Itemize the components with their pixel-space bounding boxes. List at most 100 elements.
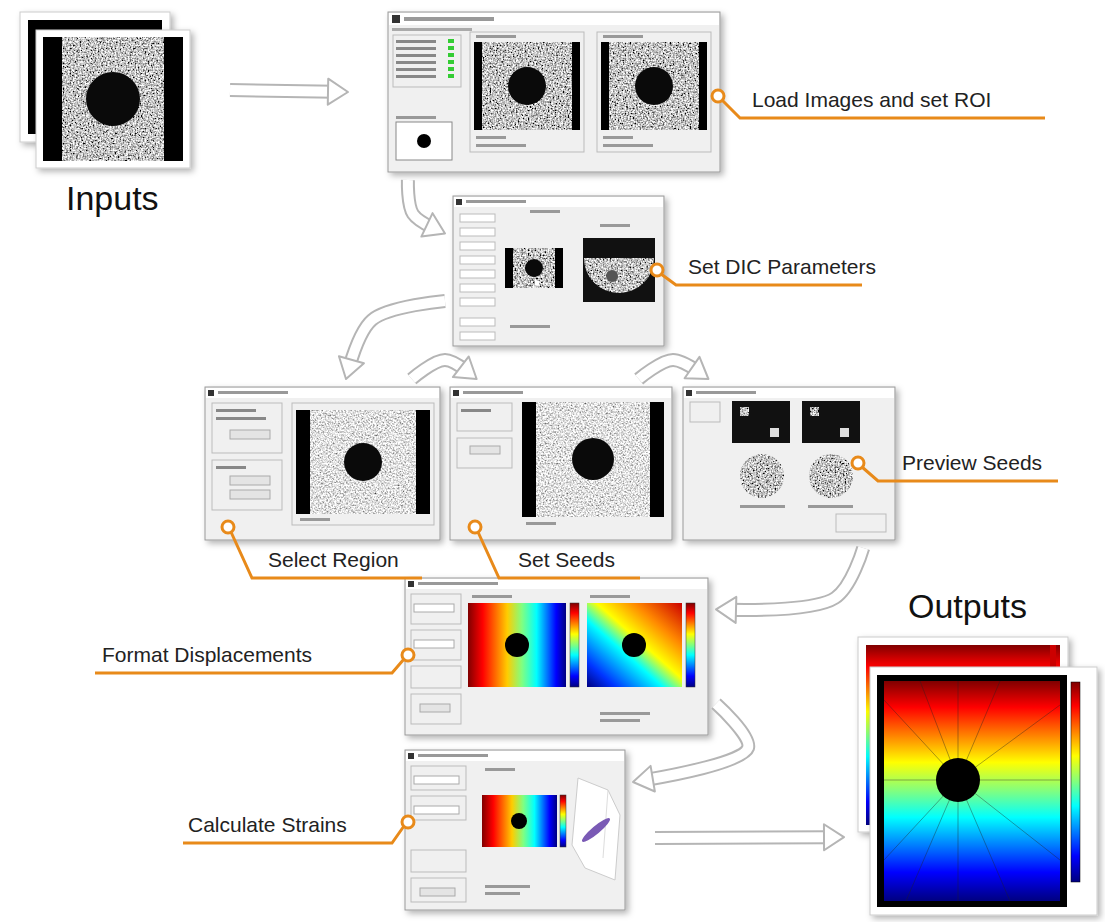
illustration-part <box>230 476 270 485</box>
illustration-part <box>461 409 491 412</box>
illustration-part <box>396 40 436 43</box>
illustration-part <box>852 457 864 469</box>
screenshot-window: Set Seeds <box>450 387 672 540</box>
illustration-part <box>522 402 664 517</box>
illustration-part <box>808 505 853 508</box>
illustration-part <box>485 768 515 771</box>
illustration-part <box>597 32 711 152</box>
illustration-part <box>43 37 183 161</box>
illustration-part <box>454 197 663 207</box>
arrow-body <box>716 548 863 610</box>
illustration-part <box>476 35 516 38</box>
illustration-part <box>740 505 785 508</box>
illustration-part <box>485 885 530 888</box>
illustration-part <box>530 210 560 213</box>
illustration-part <box>402 816 414 828</box>
flow-arrow <box>655 824 844 850</box>
callout-label: Select Region <box>268 547 399 572</box>
illustration-part <box>396 54 436 57</box>
illustration-part <box>414 776 459 784</box>
arrow-head <box>824 824 844 850</box>
illustration-part <box>448 60 454 64</box>
callout-label: Preview Seeds <box>902 450 1042 475</box>
illustration-part <box>478 532 640 578</box>
format-displacements-window <box>405 578 708 735</box>
illustration-part <box>936 758 980 802</box>
illustration-part <box>463 391 523 394</box>
illustration-part <box>877 675 1067 907</box>
flow-arrow <box>633 704 748 792</box>
illustration-part <box>388 12 720 172</box>
arrow-head <box>421 213 445 236</box>
illustration-part <box>216 466 246 469</box>
dic-parameters-window <box>453 196 664 346</box>
illustration-part <box>86 72 140 126</box>
illustration-part <box>505 248 563 288</box>
illustration-part <box>411 630 461 660</box>
illustration-part <box>583 258 655 302</box>
set-seeds-window <box>450 387 672 540</box>
illustration-part <box>635 67 673 105</box>
illustration-part <box>450 387 672 540</box>
illustration-part <box>603 136 633 139</box>
illustration-part <box>230 490 270 499</box>
callout-label: Load Images and set ROI <box>752 87 991 112</box>
illustration-part <box>476 144 526 147</box>
illustration-part <box>526 522 556 525</box>
illustration-part <box>396 61 436 64</box>
flow-arrow <box>408 180 445 237</box>
illustration-part <box>690 402 720 422</box>
arrow-outline <box>655 830 844 845</box>
preview-seeds-window <box>683 387 895 540</box>
illustration-part <box>535 281 539 285</box>
flow-arrow <box>412 356 477 379</box>
illustration-part <box>212 460 282 510</box>
illustration-part <box>603 35 643 38</box>
illustration-part <box>460 214 495 222</box>
illustration-part <box>396 122 452 160</box>
illustration-part <box>310 410 416 514</box>
illustration-part <box>740 407 749 416</box>
illustration-part <box>651 264 663 276</box>
callout-label: Calculate Strains <box>188 812 347 837</box>
stack-heading: Inputs <box>66 178 159 219</box>
screenshot-window: Preview Seeds <box>683 387 895 540</box>
screenshot-window: Format Displacements <box>405 578 708 735</box>
illustration-part <box>392 15 400 23</box>
illustration-part <box>451 388 671 398</box>
illustration-part <box>600 224 630 227</box>
illustration-part <box>411 850 466 872</box>
illustration-part <box>601 42 707 130</box>
illustration-part <box>453 196 664 346</box>
illustration-part <box>396 75 436 78</box>
illustration-part <box>583 238 655 302</box>
flow-arrow <box>716 548 863 623</box>
illustration-part <box>216 417 266 420</box>
screenshot-window: Calculate Strains <box>405 750 625 910</box>
illustration-part <box>469 521 481 533</box>
illustration-part <box>570 603 579 687</box>
illustration-part <box>712 90 724 102</box>
illustration-part <box>448 39 454 43</box>
illustration-part <box>485 892 520 895</box>
illustration-part <box>622 633 646 657</box>
illustration-part <box>396 47 436 50</box>
illustration-part <box>418 582 498 585</box>
illustration-part <box>468 603 566 687</box>
illustration-part <box>606 270 618 282</box>
illustration-part <box>205 387 440 540</box>
illustration-part <box>457 403 512 431</box>
arrow-head <box>328 79 348 105</box>
input-image-stack <box>20 12 190 168</box>
illustration-part <box>870 667 1097 915</box>
illustration-part <box>513 248 555 288</box>
illustration-part <box>460 256 495 264</box>
stack-heading: Outputs <box>908 586 1027 627</box>
illustration-part <box>408 581 414 587</box>
illustration-part <box>572 778 620 880</box>
arrow-outline <box>716 548 863 610</box>
select-region-window <box>205 387 440 540</box>
arrow-head <box>685 357 709 379</box>
illustration-part <box>460 270 495 278</box>
